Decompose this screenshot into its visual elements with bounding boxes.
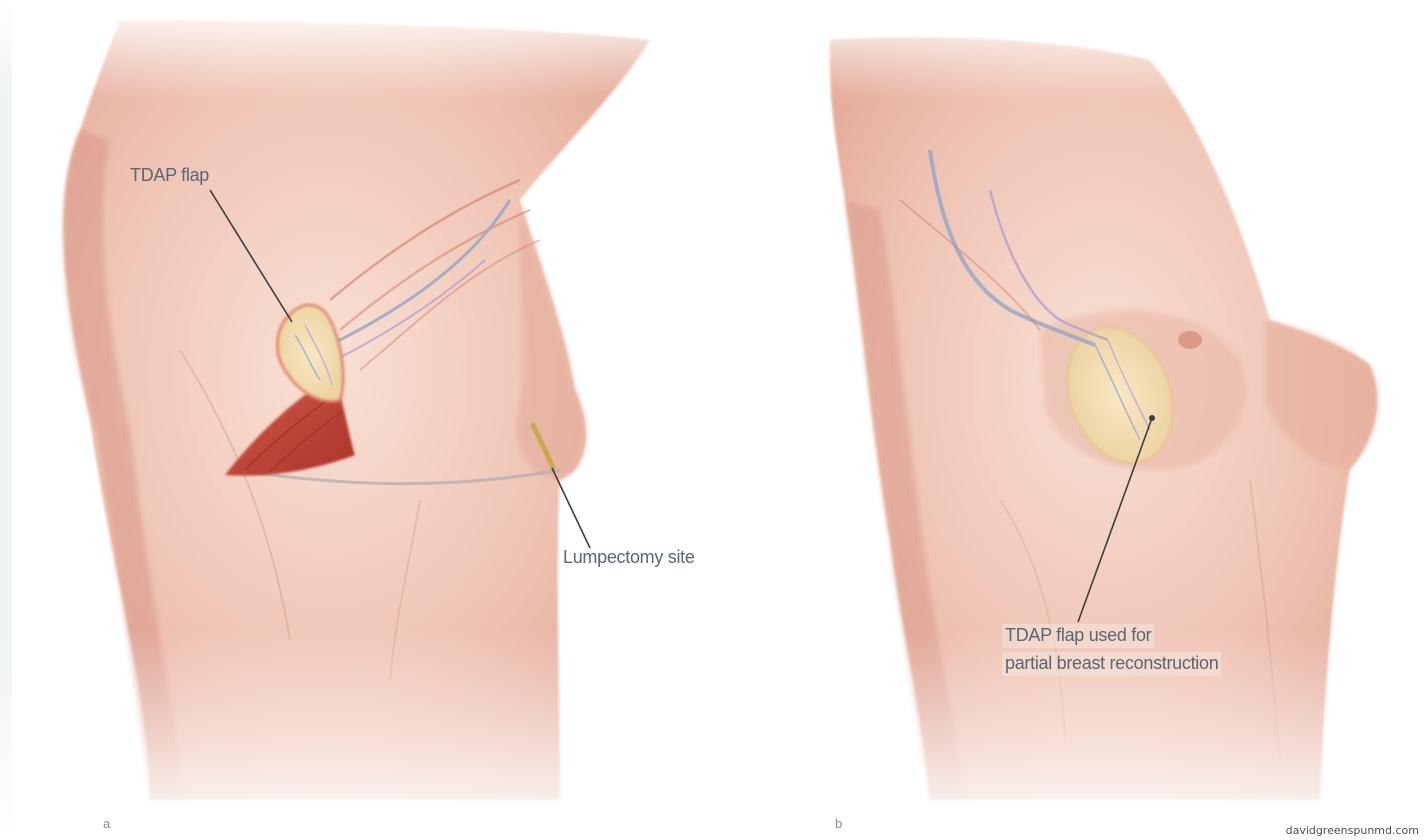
watermark-credit: davidgreenspunmd.com: [1286, 824, 1419, 837]
label-flap-used-line1: TDAP flap used for: [1002, 624, 1154, 648]
panel-letter-a: a: [103, 816, 110, 831]
label-flap-used-line2: partial breast reconstruction: [1002, 652, 1221, 676]
panel-letter-b: b: [835, 816, 842, 831]
label-tdap-flap: TDAP flap: [130, 165, 209, 187]
label-lumpectomy-site: Lumpectomy site: [563, 547, 695, 569]
